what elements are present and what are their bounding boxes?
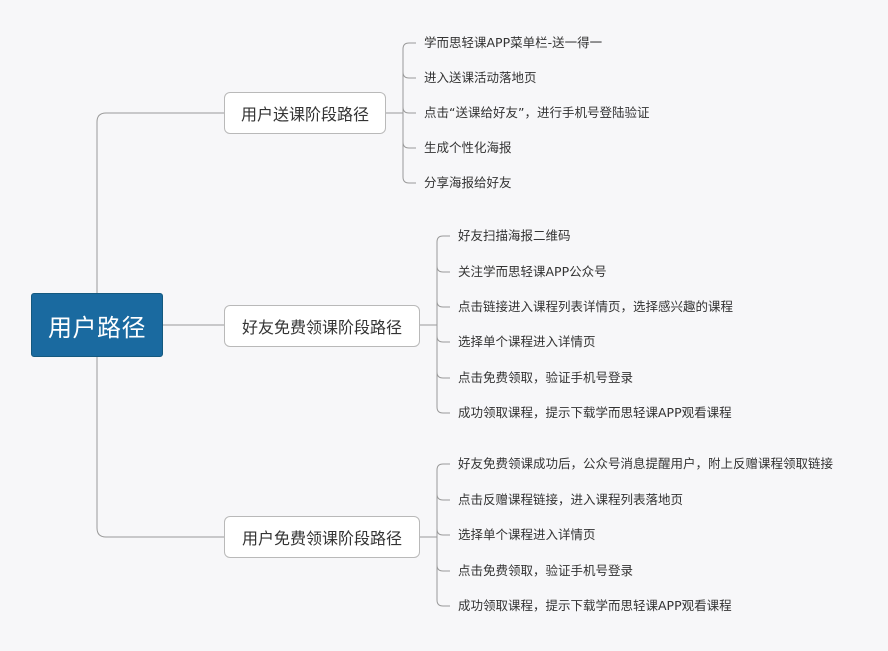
leaf-node[interactable]: 点击链接进入课程列表详情页，选择感兴趣的课程 (458, 299, 734, 314)
branch-node-friend-claim-stage[interactable]: 好友免费领课阶段路径 (224, 305, 420, 347)
connector-branch-3-spine (436, 463, 450, 607)
leaf-node[interactable]: 成功领取课程，提示下载学而思轻课APP观看课程 (458, 405, 732, 420)
branch-node-user-claim-stage[interactable]: 用户免费领课阶段路径 (224, 516, 420, 558)
leaf-node[interactable]: 选择单个课程进入详情页 (458, 334, 596, 349)
connector-branch-2-leaf-3 (436, 300, 450, 308)
connector-branch-1-leaf-3 (402, 106, 416, 114)
leaf-node[interactable]: 选择单个课程进入详情页 (458, 527, 596, 542)
connector-branch-2-leaf-5 (436, 371, 450, 379)
connector-branch-3-leaf-2 (436, 493, 450, 501)
connector-branch-2-leaf-4 (436, 335, 450, 343)
leaf-node[interactable]: 学而思轻课APP菜单栏-送一得一 (424, 35, 603, 50)
branch-node-user-gift-stage[interactable]: 用户送课阶段路径 (224, 92, 386, 134)
leaf-node[interactable]: 生成个性化海报 (424, 140, 512, 155)
connector-branch-2-leaf-2 (436, 265, 450, 273)
leaf-node[interactable]: 进入送课活动落地页 (424, 70, 537, 85)
root-node[interactable]: 用户路径 (31, 293, 163, 357)
leaf-node[interactable]: 点击反赠课程链接，进入课程列表落地页 (458, 492, 684, 507)
leaf-node[interactable]: 成功领取课程，提示下载学而思轻课APP观看课程 (458, 598, 732, 613)
leaf-node[interactable]: 点击“送课给好友”，进行手机号登陆验证 (424, 105, 650, 120)
connector-branch-1-leaf-4 (402, 141, 416, 149)
connector-root-branch-1 (96, 112, 224, 293)
leaf-node[interactable]: 分享海报给好友 (424, 175, 512, 190)
connector-root-branch-3 (96, 357, 224, 538)
leaf-node[interactable]: 好友扫描海报二维码 (458, 228, 571, 243)
leaf-node[interactable]: 关注学而思轻课APP公众号 (458, 264, 607, 279)
leaf-node[interactable]: 点击免费领取，验证手机号登录 (458, 563, 634, 578)
connector-branch-3-leaf-4 (436, 564, 450, 572)
leaf-node[interactable]: 点击免费领取，验证手机号登录 (458, 370, 634, 385)
leaf-node[interactable]: 好友免费领课成功后，公众号消息提醒用户，附上反赠课程领取链接 (458, 456, 834, 471)
connector-branch-1-leaf-2 (402, 71, 416, 79)
connector-branch-2-spine (436, 235, 450, 414)
connector-branch-3-leaf-3 (436, 528, 450, 536)
connector-branch-1-spine (402, 42, 416, 184)
